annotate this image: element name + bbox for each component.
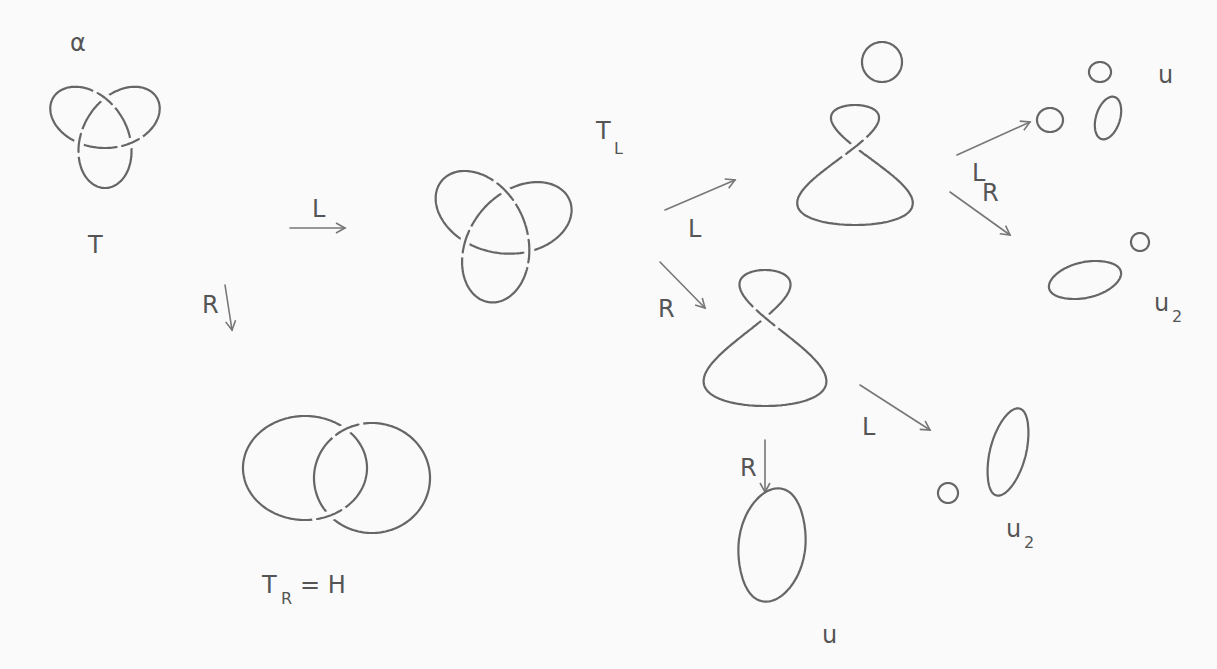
knot-strand (336, 425, 358, 435)
knot-strand (704, 270, 827, 406)
knot-strand (79, 134, 81, 152)
diagram-label: R (658, 296, 675, 322)
skein-arrow (950, 192, 1010, 235)
knot-strand (98, 93, 112, 104)
knot-strand (1049, 261, 1121, 299)
diagram-label: u (1154, 290, 1169, 316)
knot-strand (988, 408, 1029, 495)
diagram-label: L (614, 140, 623, 158)
skein-arrow (957, 122, 1030, 155)
knot-strand (314, 423, 430, 533)
knot-strand (98, 93, 112, 104)
knot-strand (79, 134, 81, 152)
diagram-label: 2 (1024, 534, 1034, 552)
knot-strand (243, 416, 367, 520)
diagram-label: L (312, 196, 325, 222)
knot-strand (436, 171, 572, 302)
knot-strand (1089, 62, 1111, 82)
skein-arrow (290, 227, 345, 229)
diagram-label: R (740, 455, 757, 481)
knot-strand (846, 141, 863, 154)
diagram-label: R (281, 590, 292, 608)
diagram-label: R (982, 180, 999, 206)
skein-arrow (665, 180, 735, 210)
diagram-label: = H (300, 572, 346, 598)
diagram-label: L (862, 414, 875, 440)
diagram-label: α (70, 30, 86, 56)
knot-strand (757, 310, 775, 325)
knot-strand (1095, 97, 1121, 140)
knot-strand (938, 483, 958, 503)
diagram-label: L (688, 216, 701, 242)
knot-strand (862, 42, 902, 82)
diagram-label: T (262, 572, 277, 598)
knot-strand (122, 139, 139, 146)
knot-strand (122, 139, 139, 146)
knot-strand (463, 231, 469, 253)
knot-strand (797, 105, 913, 225)
knot-strand (317, 510, 341, 519)
diagram-label: u (822, 622, 837, 648)
diagram-label: u (1158, 62, 1173, 88)
knot-strand (317, 510, 341, 519)
knot-strand (1131, 233, 1149, 251)
diagram-label: T (88, 232, 103, 258)
diagram-label: R (202, 292, 219, 318)
knot-strand (528, 240, 529, 263)
knot-strand (463, 231, 469, 253)
knot-strand (497, 184, 513, 200)
skein-arrow (225, 285, 232, 330)
knot-strand (336, 425, 358, 435)
diagram-label: T (596, 118, 611, 144)
skein-arrow (764, 440, 766, 492)
knot-strand (846, 141, 863, 154)
knot-strand (528, 240, 529, 263)
knot-strand (738, 488, 805, 601)
knot-strand (50, 87, 159, 188)
knot-strand (497, 184, 513, 200)
diagram-label: u (1006, 516, 1021, 542)
knot-strand (757, 310, 775, 325)
knot-strand (1037, 108, 1063, 132)
diagram-label: 2 (1172, 308, 1182, 326)
